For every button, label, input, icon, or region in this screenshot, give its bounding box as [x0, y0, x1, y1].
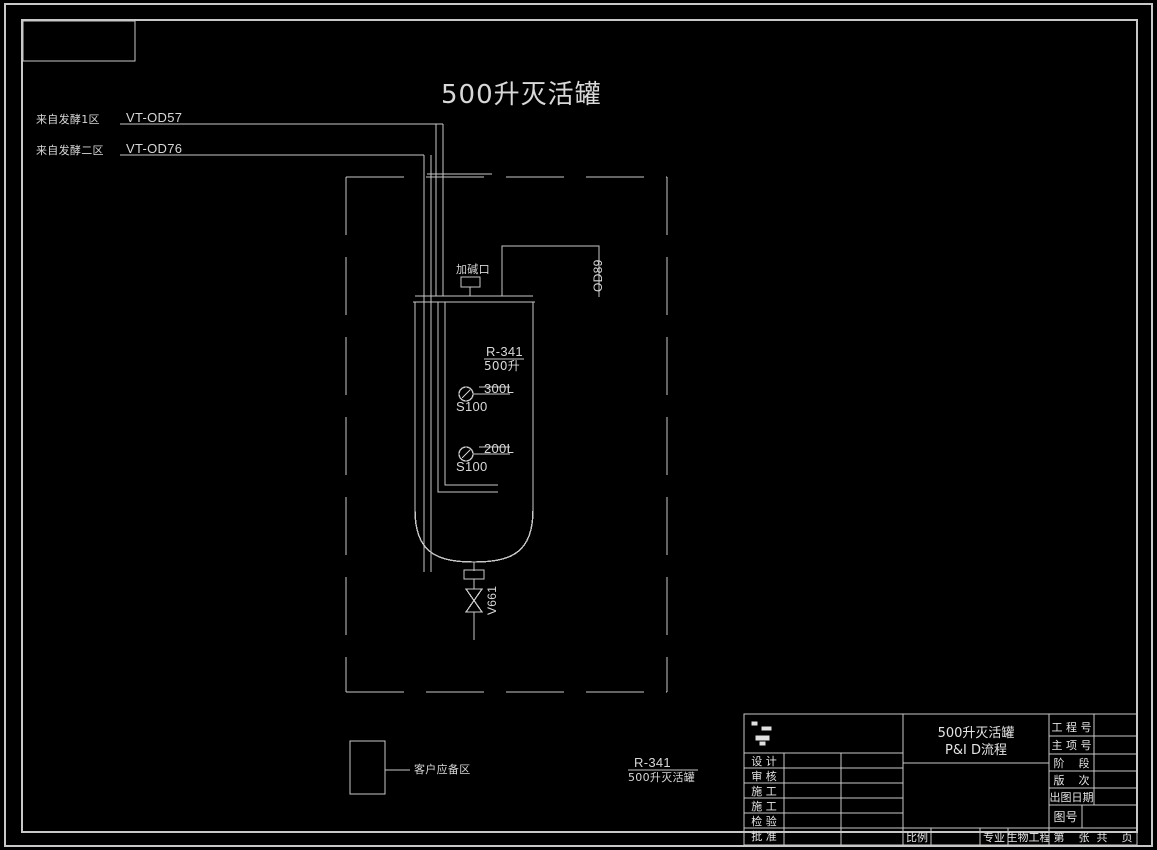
title-block-field-revision: 版 次	[1053, 773, 1090, 787]
title-block-approval-row-1: 审 核	[751, 769, 777, 783]
alkali-nozzle	[460, 276, 481, 296]
pipe-spec-label-od89: OD89	[591, 259, 605, 292]
inlet-line-tag-2: VT-OD76	[126, 141, 183, 156]
title-block-grid	[743, 713, 1138, 846]
page-title: 500升灭活罐	[441, 80, 602, 110]
title-block-approval-row-3: 施 工	[751, 799, 777, 813]
equipment-tag: R-341	[486, 344, 523, 359]
instrument-tag-2: S100	[456, 459, 488, 474]
inlet-lines	[120, 123, 443, 156]
title-block-drawing-name-line1: 500升灭活罐	[937, 726, 1015, 740]
title-block-approval-row-0: 设 计	[751, 754, 777, 768]
legend-symbol	[349, 740, 698, 795]
title-block-field-project-no: 工 程 号	[1051, 721, 1092, 734]
vessel-internals	[437, 302, 498, 493]
instrument-tag-1: S100	[456, 399, 488, 414]
legend-description: 500升灭活罐	[628, 771, 696, 784]
title-block-field-stage: 阶 段	[1053, 756, 1090, 770]
inlet-source-1: 来自发酵1区	[36, 113, 100, 126]
sheet-frame	[4, 3, 1153, 847]
title-block-field-issue-date: 出图日期	[1049, 790, 1094, 804]
inlet-line-tag-1: VT-OD57	[126, 110, 183, 125]
title-block-field-main-item-no: 主 项 号	[1051, 739, 1092, 752]
title-block-scale-label: 比例	[906, 830, 928, 844]
title-block-discipline-value: 生物工程	[1008, 830, 1049, 844]
title-block-discipline-label: 专业	[983, 830, 1005, 844]
bottom-outlet	[463, 562, 485, 640]
equipment-volume: 500升	[484, 359, 521, 373]
corner-box	[22, 20, 136, 62]
title-block-sheet-count: 第 张 共 页	[1053, 830, 1133, 844]
title-block-drawing-name-line2: P&I D流程	[945, 743, 1007, 757]
title-block-approval-row-5: 批 准	[751, 829, 777, 843]
inlet-risers	[423, 124, 444, 572]
instrument-bubbles	[458, 386, 510, 462]
vent-pipe-OD89	[501, 245, 600, 297]
company-logo-mark	[751, 721, 772, 746]
customer-area-note: 客户应备区	[414, 763, 471, 776]
alkali-nozzle-label: 加碱口	[456, 263, 490, 276]
title-block-field-drawing-no: 图号	[1053, 810, 1078, 824]
title-block-approval-row-4: 检 验	[751, 814, 777, 828]
instrument-level-1: 300L	[484, 381, 515, 396]
title-block-approval-row-2: 施 工	[751, 784, 777, 798]
valve-tag-v661: V661	[485, 585, 499, 615]
customer-area-boundary	[345, 176, 668, 693]
legend-tag: R-341	[634, 755, 671, 770]
inlet-source-2: 来自发酵二区	[36, 144, 104, 157]
instrument-level-2: 200L	[484, 441, 515, 456]
